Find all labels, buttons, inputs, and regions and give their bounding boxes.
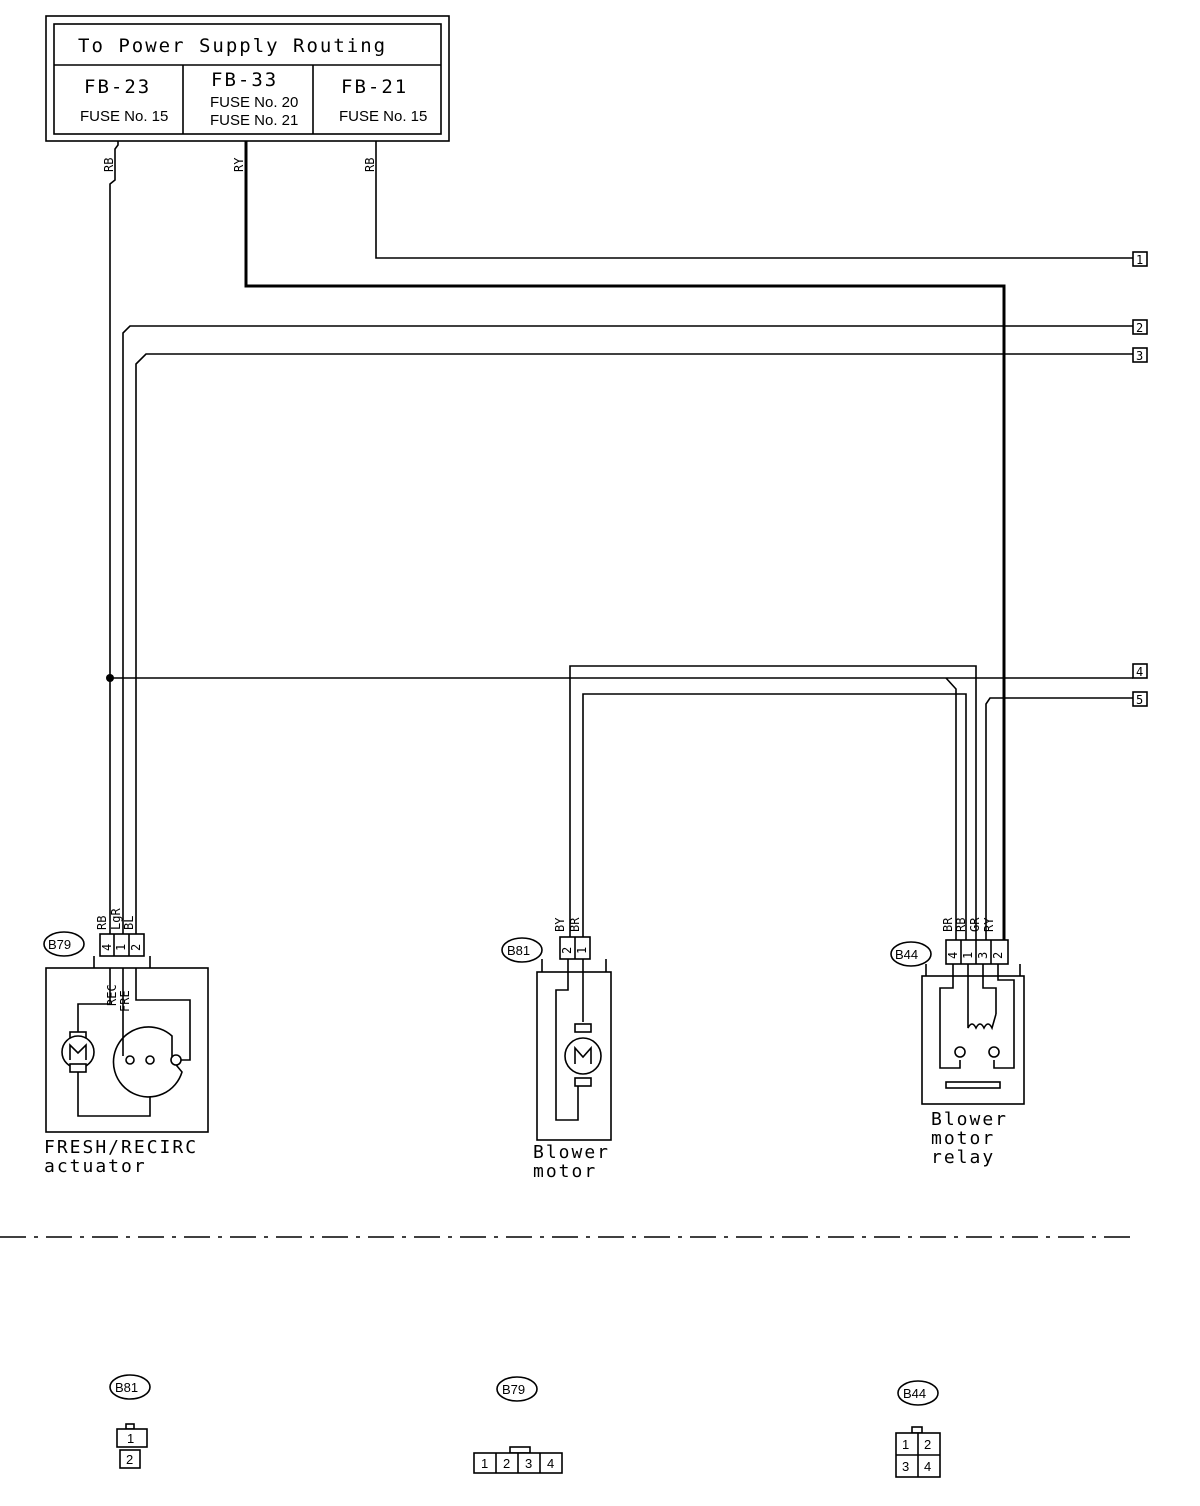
fuse-fb23-line1: FUSE No. 15	[80, 108, 168, 125]
b44-view-pin-4: 4	[924, 1459, 931, 1474]
actuator-wire-bl: BL	[122, 916, 136, 930]
relay-name-line1: Blower	[931, 1109, 1008, 1130]
b44-view-pin-2: 2	[924, 1437, 931, 1452]
connector-view-label-b81: B81	[115, 1380, 138, 1395]
actuator-pin-4: 4	[100, 944, 114, 951]
b81-view-pin-1: 1	[127, 1431, 134, 1446]
relay-name-line3: relay	[931, 1147, 995, 1168]
fuse-block-fb33: FB-33	[211, 69, 278, 91]
terminal-3: 3	[1136, 349, 1143, 363]
fuse-block-fb21: FB-21	[341, 76, 408, 98]
connector-view-b44: B44 1 2 3 4	[895, 1380, 941, 1478]
connector-view-b79: B79 1 2 3 4	[473, 1376, 563, 1474]
relay-wire-rb: RB	[954, 918, 968, 932]
terminal-2: 2	[1136, 321, 1143, 335]
b79-view-pin-3: 3	[525, 1456, 532, 1471]
blower-name-line2: motor	[533, 1161, 597, 1182]
actuator-label-rec: REC	[105, 984, 119, 1006]
connector-view-label-b44: B44	[903, 1386, 926, 1401]
connector-label-b79: B79	[48, 937, 71, 952]
b79-view-pin-4: 4	[547, 1456, 554, 1471]
blower-wire-by: BY	[553, 917, 567, 932]
blower-name-line1: Blower	[533, 1142, 610, 1163]
b44-view-pin-3: 3	[902, 1459, 909, 1474]
b44-view-pin-1: 1	[902, 1437, 909, 1452]
blower-pin-1: 1	[575, 947, 589, 954]
wire-color-fb33: RY	[232, 157, 246, 172]
connector-label-b81: B81	[507, 943, 530, 958]
connector-label-b44: B44	[895, 947, 918, 962]
fuse-block-fb23: FB-23	[84, 76, 151, 98]
splice-dot	[106, 674, 114, 682]
terminal-1: 1	[1136, 253, 1143, 267]
terminals: 1 2 3 4 5	[1132, 251, 1148, 707]
relay-pin-3: 3	[976, 952, 990, 959]
connector-view-label-b79: B79	[502, 1382, 525, 1397]
relay-wire-br: BR	[941, 917, 955, 932]
actuator-label-fre: FRE	[118, 990, 132, 1012]
fresh-recirc-actuator: RB LgR BL B79 4 1 2 REC FRE FRESH/RECIRC	[43, 908, 209, 1177]
wire-color-fb21: RB	[363, 158, 377, 172]
actuator-name-line2: actuator	[44, 1156, 147, 1177]
power-box-title: To Power Supply Routing	[78, 35, 387, 57]
connector-view-b81: B81 1 2	[109, 1374, 151, 1469]
wire-color-fb23: RB	[102, 158, 116, 172]
relay-wire-gr: GR	[968, 917, 982, 932]
fuse-fb33-line1: FUSE No. 20	[210, 94, 298, 111]
b81-view-pin-2: 2	[126, 1452, 133, 1467]
wires	[106, 141, 1133, 940]
actuator-pin-2: 2	[129, 944, 143, 951]
power-supply-box: To Power Supply Routing FB-23 FUSE No. 1…	[45, 15, 450, 142]
relay-pin-2: 2	[991, 952, 1005, 959]
terminal-5: 5	[1136, 693, 1143, 707]
blower-pin-2: 2	[560, 947, 574, 954]
fuse-fb33-line2: FUSE No. 21	[210, 112, 298, 129]
b79-view-pin-1: 1	[481, 1456, 488, 1471]
relay-name-line2: motor	[931, 1128, 995, 1149]
fuse-fb21-line1: FUSE No. 15	[339, 108, 427, 125]
actuator-name-line1: FRESH/RECIRC	[44, 1137, 198, 1158]
relay-pin-1: 1	[961, 952, 975, 959]
b79-view-pin-2: 2	[503, 1456, 510, 1471]
actuator-wire-rb: RB	[95, 916, 109, 930]
relay-pin-4: 4	[946, 952, 960, 959]
actuator-wire-lgr: LgR	[109, 908, 123, 930]
terminal-4: 4	[1136, 665, 1143, 679]
relay-wire-ry: RY	[982, 917, 996, 932]
actuator-pin-1: 1	[114, 944, 128, 951]
blower-motor: BY BR B81 2 1 Blower motor	[501, 917, 612, 1182]
blower-wire-br: BR	[568, 917, 582, 932]
blower-motor-relay: BR RB GR RY B44 4 1 3 2 Blower motor rel…	[890, 917, 1025, 1168]
